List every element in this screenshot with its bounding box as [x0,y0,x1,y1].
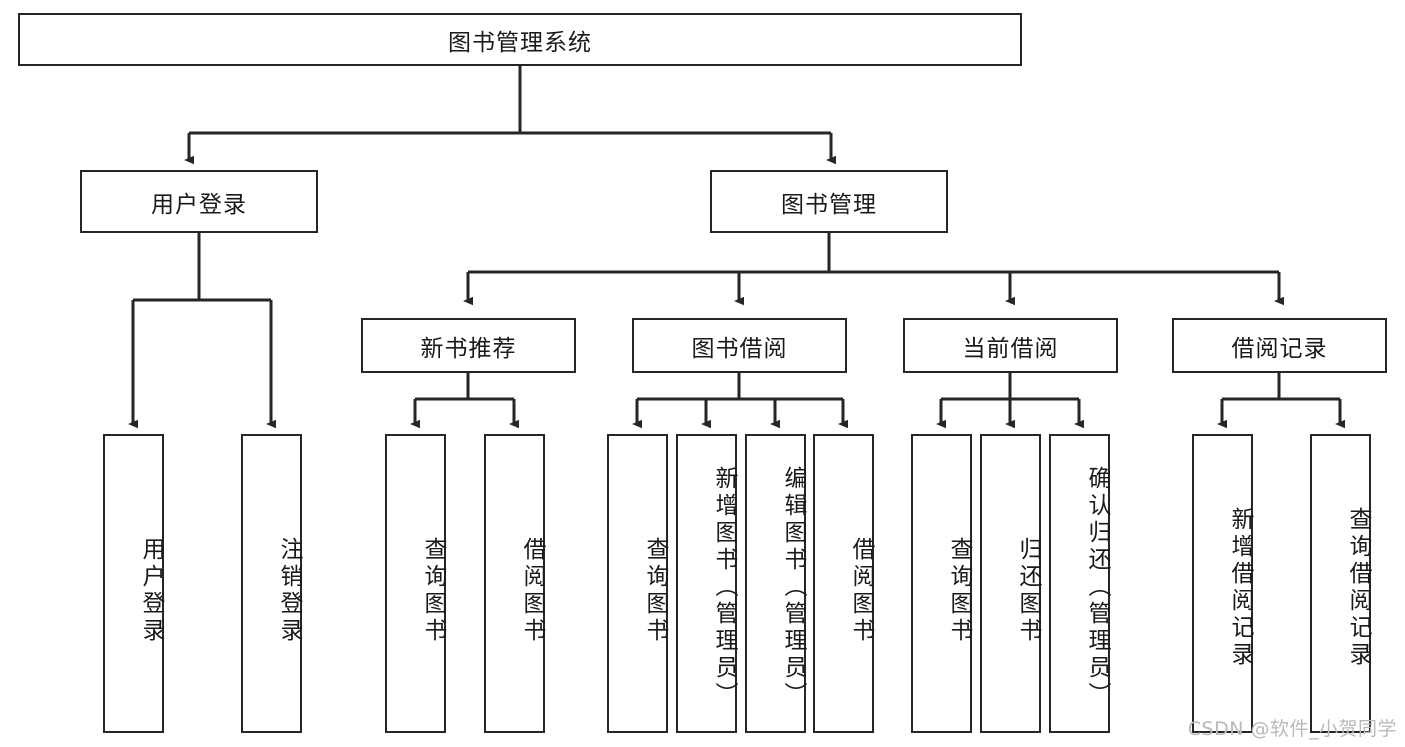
leaf-return-book[interactable]: 归还图书 [980,434,1041,733]
leaf-add-borrow-record[interactable]: 新增借阅记录 [1192,434,1253,733]
node-user-login[interactable]: 用户登录 [80,170,318,233]
leaf-add-book-admin[interactable]: 新增图书（管理员） [676,434,737,733]
leaf-query-book-3[interactable]: 查询图书 [911,434,972,733]
leaf-confirm-return-admin[interactable]: 确认归还（管理员） [1049,434,1110,733]
leaf-query-book-1[interactable]: 查询图书 [385,434,446,733]
leaf-borrow-book-1[interactable]: 借阅图书 [484,434,545,733]
node-label: 查询图书 [420,536,446,645]
leaf-edit-book-admin[interactable]: 编辑图书（管理员） [745,434,806,733]
node-new-book-recommend[interactable]: 新书推荐 [361,318,576,373]
node-label: 用户登录 [138,536,164,645]
node-label: 查询图书 [946,536,972,645]
leaf-query-borrow-record[interactable]: 查询借阅记录 [1310,434,1371,733]
node-label: 归还图书 [1015,536,1041,645]
node-label: 编辑图书（管理员） [780,466,806,709]
node-label: 新增图书（管理员） [711,466,737,709]
node-label: 图书管理系统 [448,29,592,56]
node-label: 图书借阅 [691,335,788,362]
leaf-query-book-2[interactable]: 查询图书 [607,434,668,733]
node-label: 查询借阅记录 [1345,506,1371,669]
leaf-borrow-book-2[interactable]: 借阅图书 [813,434,874,733]
node-label: 新书推荐 [420,335,517,362]
node-label: 借阅记录 [1231,335,1328,362]
csdn-watermark: CSDN @软件_小贺同学 [1187,718,1397,740]
node-book-borrow[interactable]: 图书借阅 [632,318,847,373]
leaf-user-login[interactable]: 用户登录 [103,434,164,733]
node-current-borrow[interactable]: 当前借阅 [903,318,1118,373]
node-label: 确认归还（管理员） [1084,466,1110,709]
node-book-management[interactable]: 图书管理 [710,170,948,233]
node-label: 图书管理 [781,191,877,218]
node-label: 注销登录 [276,536,302,645]
node-label: 当前借阅 [962,335,1059,362]
node-label: 查询图书 [642,536,668,645]
node-book-management-system[interactable]: 图书管理系统 [18,13,1022,66]
node-label: 新增借阅记录 [1227,506,1253,669]
leaf-logout-login[interactable]: 注销登录 [241,434,302,733]
node-label: 借阅图书 [848,536,874,645]
node-borrow-record[interactable]: 借阅记录 [1172,318,1387,373]
node-label: 借阅图书 [519,536,545,645]
node-label: 用户登录 [151,191,247,218]
